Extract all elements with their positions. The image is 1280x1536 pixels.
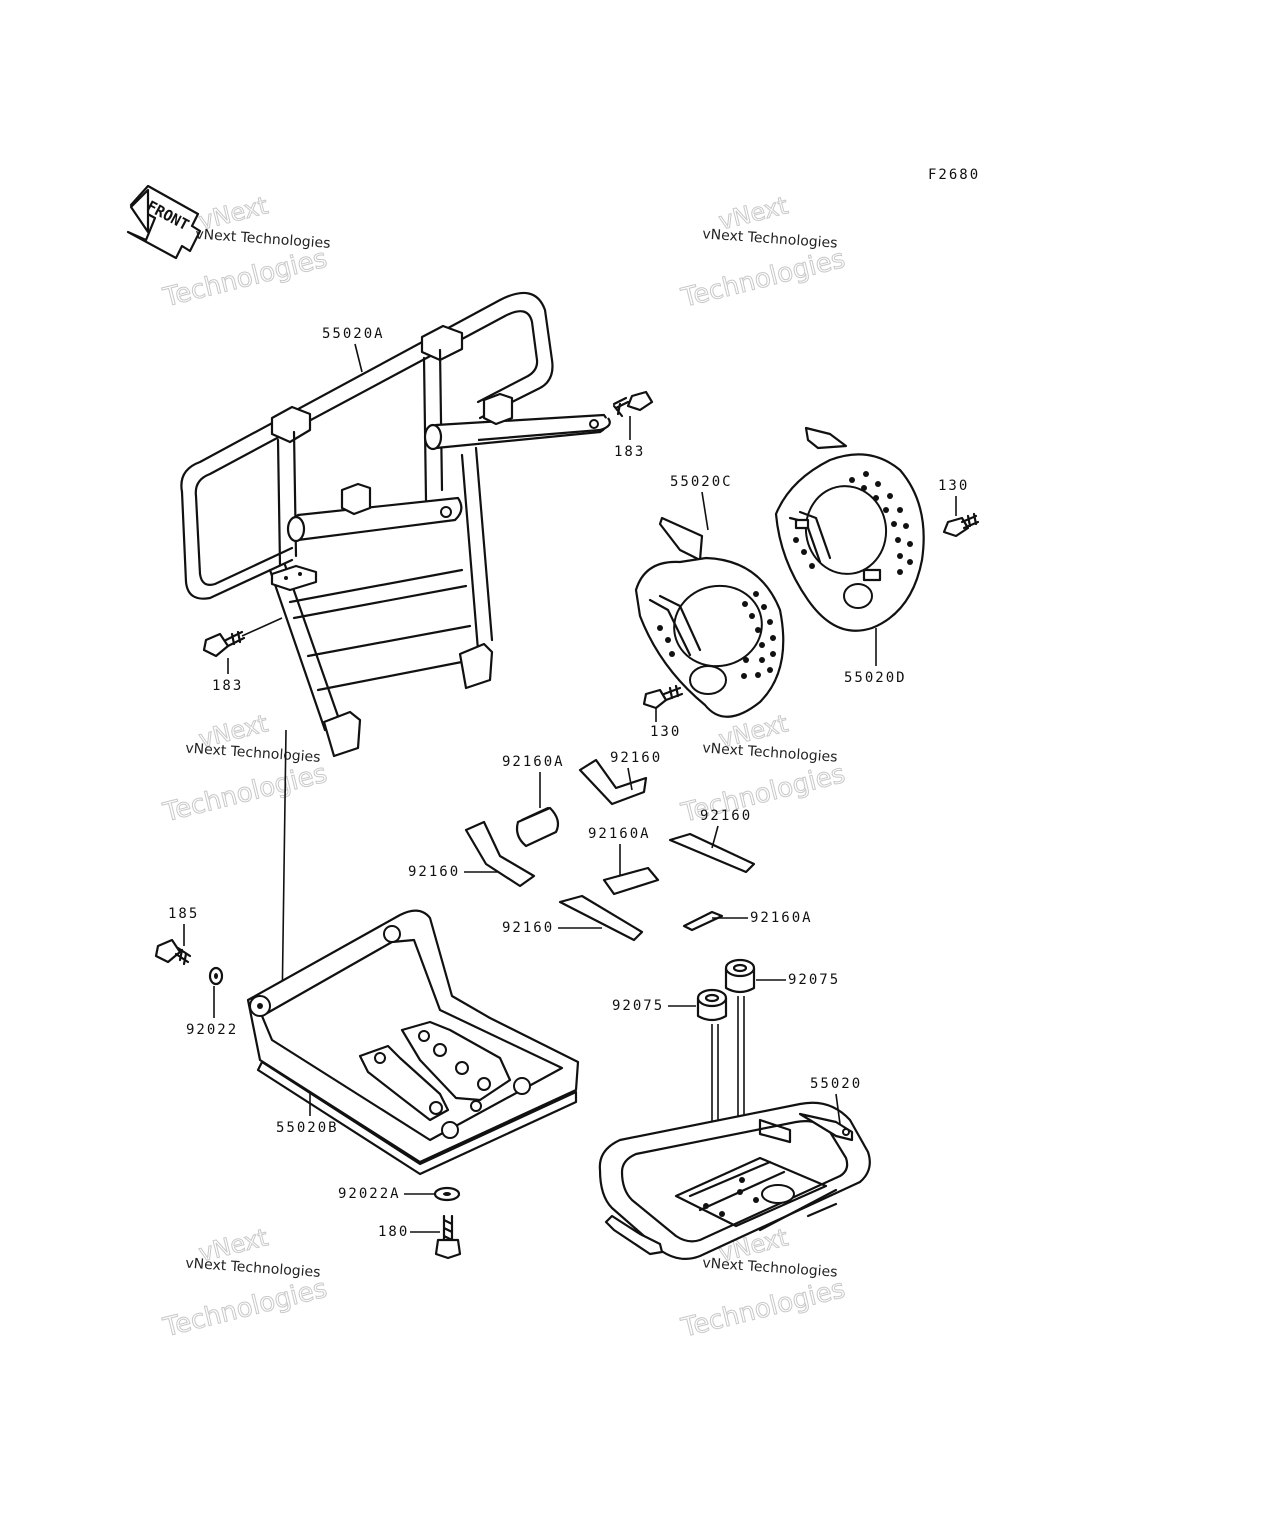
leader-55020 [835, 1093, 841, 1125]
label-92160-3: 92160 [700, 808, 752, 824]
leader-92160-3 [711, 825, 719, 849]
label-92022A: 92022A [338, 1186, 401, 1202]
leader-55020A [354, 343, 363, 373]
label-92160A-1: 92160A [502, 754, 565, 770]
label-55020: 55020 [810, 1076, 862, 1092]
label-92160-2: 92160 [408, 864, 460, 880]
pad-92160A-3-icon [682, 910, 724, 932]
pad-92160-3-icon [668, 832, 756, 874]
figure-code: F2680 [928, 167, 980, 183]
svg-text:Technologies: Technologies [160, 1274, 330, 1344]
label-92160-1: 92160 [610, 750, 662, 766]
label-55020A: 55020A [322, 326, 385, 342]
label-183-top: 183 [614, 444, 645, 460]
part-55020D-disc-guard [774, 426, 925, 632]
svg-text:vNext Technologies: vNext Technologies [702, 226, 838, 251]
svg-text:vNext Technologies: vNext Technologies [185, 1255, 321, 1280]
svg-text:vNext Technologies: vNext Technologies [185, 740, 321, 765]
label-92075-upper: 92075 [788, 972, 840, 988]
front-arrow-icon: FRONT [126, 184, 202, 260]
pad-92160-4-icon [558, 894, 644, 942]
svg-text:vNext Technologies: vNext Technologies [702, 1255, 838, 1280]
label-92075-lower: 92075 [612, 998, 664, 1014]
label-92160A-3: 92160A [750, 910, 813, 926]
label-183-left: 183 [212, 678, 243, 694]
leader-92160-1 [627, 767, 633, 791]
leader-55020C [701, 491, 709, 531]
part-55020C-disc-guard [634, 516, 785, 718]
watermark-mid-left: vNext vNext Technologies Technologies [159, 709, 330, 829]
watermark-top-right: vNext vNext Technologies Technologies [677, 191, 848, 314]
label-55020D: 55020D [844, 670, 907, 686]
bolt-180-icon [434, 1214, 462, 1260]
label-130-right: 130 [938, 478, 969, 494]
leader-guard-to-plate [281, 729, 287, 1013]
washer-92022-icon [208, 966, 224, 986]
bolt-130-right-icon [942, 512, 980, 538]
pad-92160A-2-icon [602, 866, 660, 896]
label-92160-4: 92160 [502, 920, 554, 936]
label-92160A-2: 92160A [588, 826, 651, 842]
part-55020-footrest [598, 1101, 871, 1261]
pad-92160A-1-icon [515, 806, 560, 848]
bolt-130-mid-icon [642, 684, 684, 710]
svg-text:Technologies: Technologies [160, 244, 330, 314]
collar-92075-upper-icon [724, 958, 756, 994]
part-55020B-skid-plate [246, 909, 580, 1176]
collar-92075-lower-icon [696, 988, 728, 1022]
pad-92160-2-icon [464, 820, 536, 888]
label-185: 185 [168, 906, 199, 922]
label-55020C: 55020C [670, 474, 733, 490]
bolt-183-top-icon [612, 390, 654, 418]
label-55020B: 55020B [276, 1120, 339, 1136]
svg-text:Technologies: Technologies [160, 759, 330, 829]
bolt-185-icon [154, 938, 192, 966]
svg-text:vNext Technologies: vNext Technologies [702, 740, 838, 765]
bolt-183-left-icon [202, 630, 246, 658]
leader-183-left-to-guard [241, 617, 283, 637]
label-180: 180 [378, 1224, 409, 1240]
svg-text:Technologies: Technologies [678, 244, 848, 314]
watermark-bottom-left: vNext vNext Technologies Technologies [159, 1223, 330, 1344]
label-130-mid: 130 [650, 724, 681, 740]
part-55020A-front-guard [180, 291, 611, 758]
svg-text:Technologies: Technologies [678, 1274, 848, 1344]
label-92022: 92022 [186, 1022, 238, 1038]
washer-92022A-icon [433, 1186, 461, 1202]
pad-92160-1-icon [578, 758, 648, 806]
